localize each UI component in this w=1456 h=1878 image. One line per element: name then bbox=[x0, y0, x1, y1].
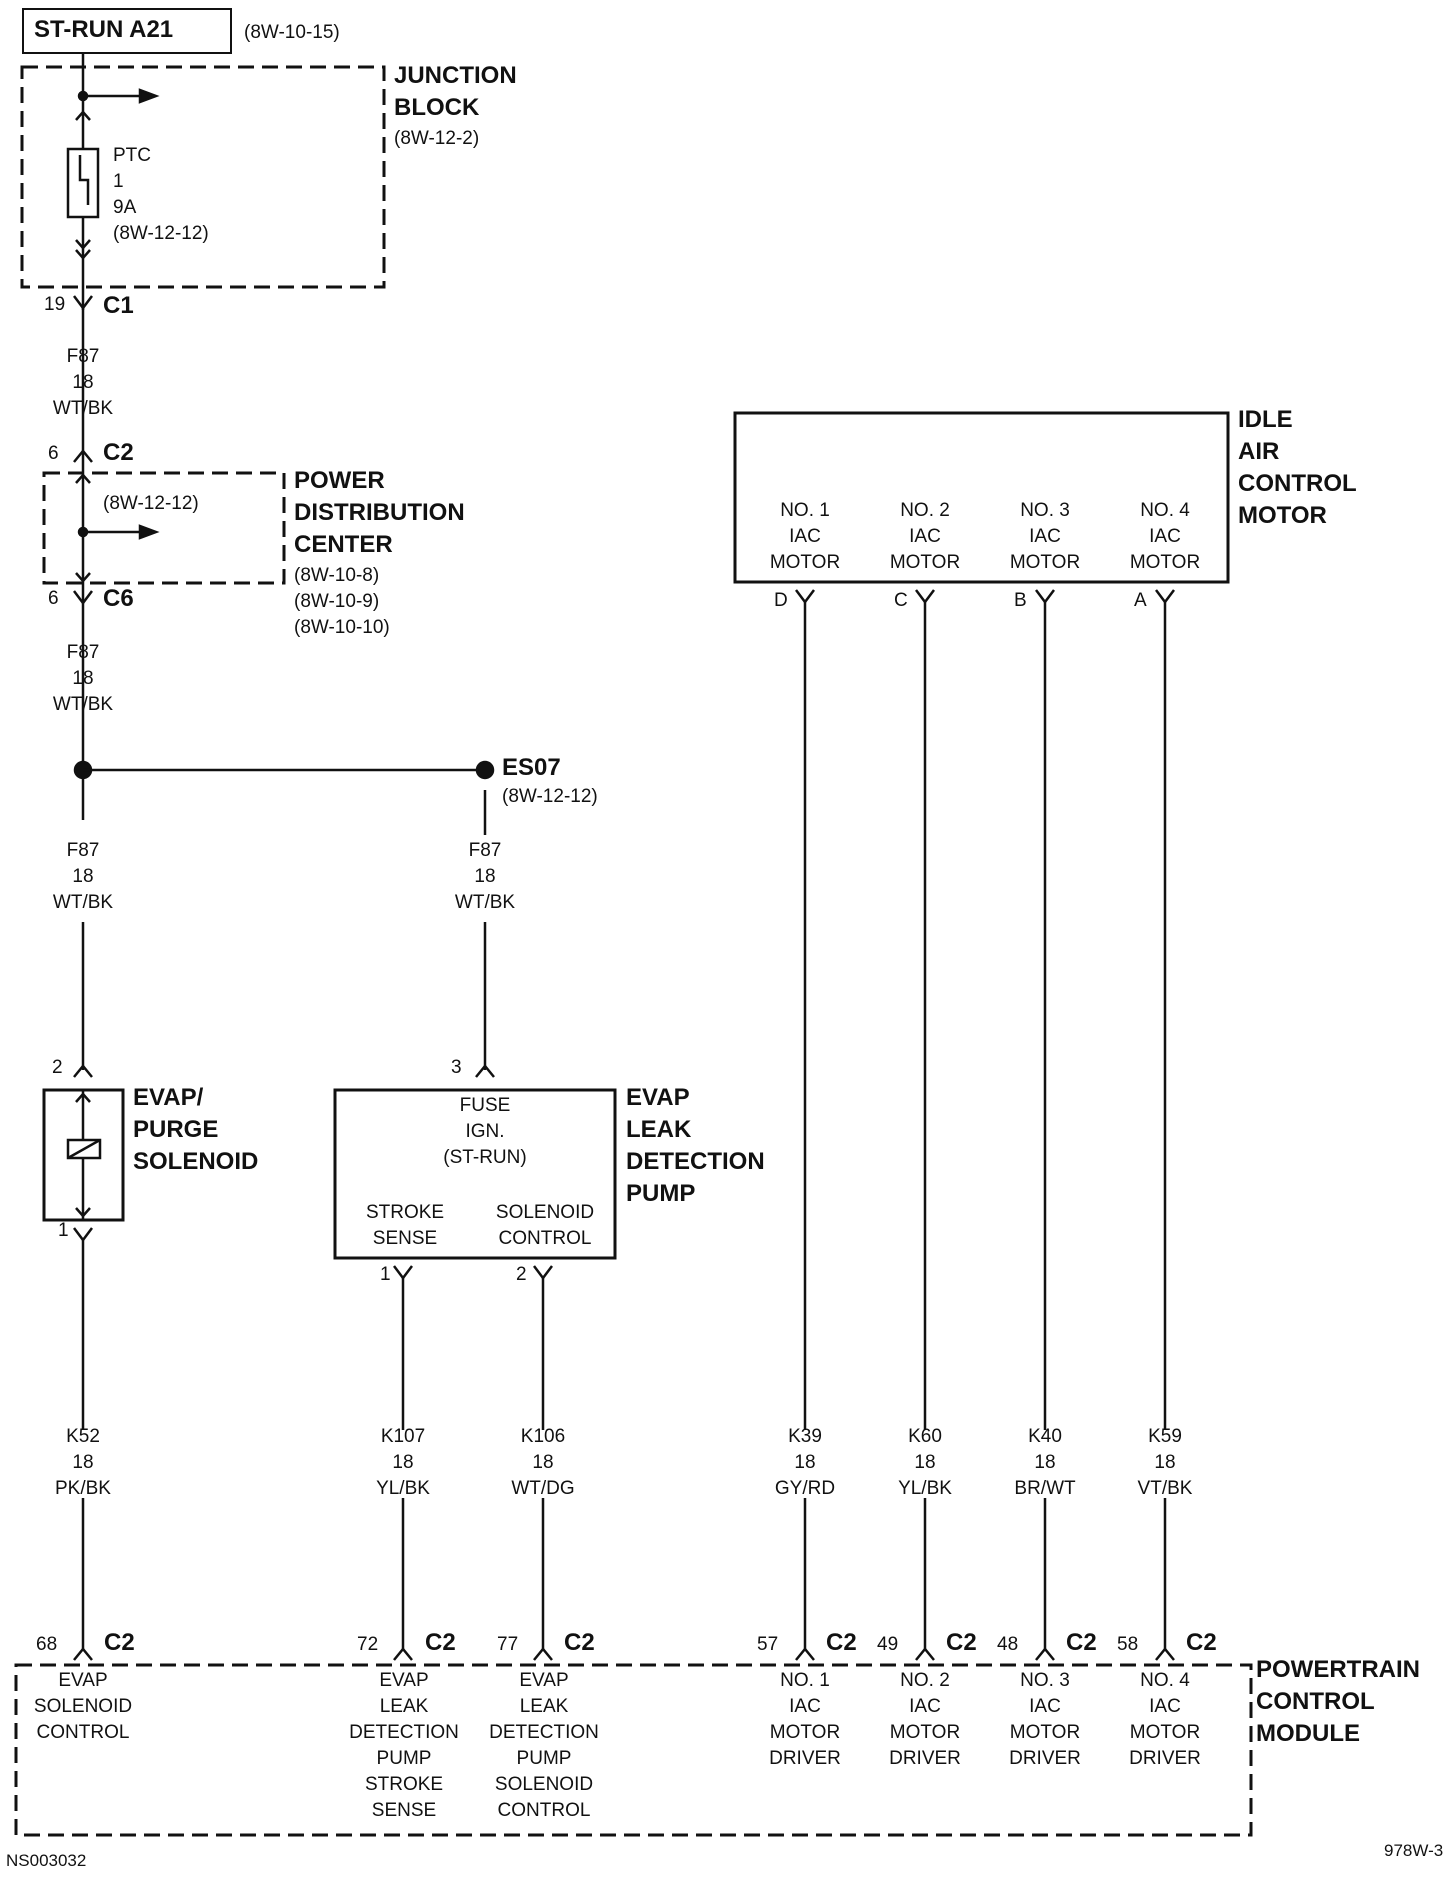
iac-title-3: CONTROL bbox=[1238, 470, 1357, 497]
pcm-conn-77: C2 bbox=[564, 1629, 595, 1656]
pdc-title-2: DISTRIBUTION bbox=[294, 499, 465, 526]
pcm-pin-49: 49 bbox=[877, 1634, 899, 1655]
pump-pin-solenoid: 2 bbox=[516, 1264, 527, 1285]
pdc-c2-name: C2 bbox=[103, 439, 134, 466]
iac-pin-b: B bbox=[1014, 590, 1027, 611]
iac-motor-outline bbox=[733, 411, 1230, 584]
ptc-symbol bbox=[66, 147, 100, 219]
pdc-c2-pin: 6 bbox=[48, 443, 59, 464]
purge-title-2: PURGE bbox=[133, 1116, 219, 1143]
purge-title-1: EVAP/ bbox=[133, 1084, 204, 1111]
pcm-pin-57: 57 bbox=[757, 1634, 779, 1655]
source-ref: (8W-10-15) bbox=[244, 22, 340, 43]
pump-title-1: EVAP bbox=[626, 1084, 690, 1111]
pcm-conn-68: C2 bbox=[104, 1629, 135, 1656]
pdc-ref-1: (8W-10-8) bbox=[294, 565, 380, 586]
pcm-pin-77: 77 bbox=[497, 1634, 519, 1655]
leak-pump-outline bbox=[333, 1088, 617, 1260]
junction-block-ref: (8W-12-2) bbox=[394, 128, 480, 149]
junction-block-title-1: JUNCTION bbox=[394, 62, 517, 89]
pump-title-2: LEAK bbox=[626, 1116, 692, 1143]
pcm-pin-68: 68 bbox=[36, 1634, 58, 1655]
ptc-number: 1 bbox=[113, 171, 124, 192]
iac-pin-a: A bbox=[1134, 590, 1147, 611]
iac-title-4: MOTOR bbox=[1238, 502, 1327, 529]
ptc-ref: (8W-12-12) bbox=[113, 223, 209, 244]
c1-name: C1 bbox=[103, 292, 134, 319]
purge-pin-top: 2 bbox=[52, 1057, 63, 1078]
pcm-conn-57: C2 bbox=[826, 1629, 857, 1656]
iac-pin-d: D bbox=[774, 590, 788, 611]
pump-pin-stroke: 1 bbox=[380, 1264, 391, 1285]
pcm-pin-72: 72 bbox=[357, 1634, 379, 1655]
pcm-conn-48: C2 bbox=[1066, 1629, 1097, 1656]
pump-pin-top: 3 bbox=[451, 1057, 462, 1078]
c1-pin: 19 bbox=[44, 294, 66, 315]
pump-title-3: DETECTION bbox=[626, 1148, 765, 1175]
pcm-pin-58: 58 bbox=[1117, 1634, 1139, 1655]
pump-title-4: PUMP bbox=[626, 1180, 696, 1207]
splice-ref: (8W-12-12) bbox=[502, 786, 598, 807]
pcm-title-2: CONTROL bbox=[1256, 1688, 1375, 1715]
ptc-rating: 9A bbox=[113, 197, 137, 218]
source-title: ST-RUN A21 bbox=[22, 8, 232, 54]
pcm-pin-48: 48 bbox=[997, 1634, 1019, 1655]
pdc-title-1: POWER bbox=[294, 467, 385, 494]
pdc-c6-name: C6 bbox=[103, 585, 134, 612]
footer-right-code: 978W-3 bbox=[1384, 1841, 1444, 1860]
junction-block-title-2: BLOCK bbox=[394, 94, 480, 121]
pcm-conn-49: C2 bbox=[946, 1629, 977, 1656]
pdc-ref-3: (8W-10-10) bbox=[294, 617, 390, 638]
pdc-outline bbox=[42, 471, 286, 585]
pcm-conn-72: C2 bbox=[425, 1629, 456, 1656]
iac-pin-c: C bbox=[894, 590, 908, 611]
iac-title-1: IDLE bbox=[1238, 406, 1293, 433]
ptc-label: PTC bbox=[113, 145, 151, 166]
pcm-title-3: MODULE bbox=[1256, 1720, 1360, 1747]
footer-left-code: NS003032 bbox=[6, 1851, 87, 1870]
pdc-title-3: CENTER bbox=[294, 531, 393, 558]
purge-title-3: SOLENOID bbox=[133, 1148, 259, 1175]
purge-pin-bottom: 1 bbox=[58, 1220, 69, 1241]
pcm-title-1: POWERTRAIN bbox=[1256, 1656, 1420, 1683]
pdc-inner-ref: (8W-12-12) bbox=[103, 493, 199, 514]
pcm-conn-58: C2 bbox=[1186, 1629, 1217, 1656]
iac-title-2: AIR bbox=[1238, 438, 1280, 465]
pcm-outline bbox=[14, 1663, 1253, 1837]
pdc-ref-2: (8W-10-9) bbox=[294, 591, 380, 612]
junction-block-outline bbox=[20, 65, 386, 289]
pdc-c6-pin: 6 bbox=[48, 588, 59, 609]
splice-name: ES07 bbox=[502, 754, 561, 781]
